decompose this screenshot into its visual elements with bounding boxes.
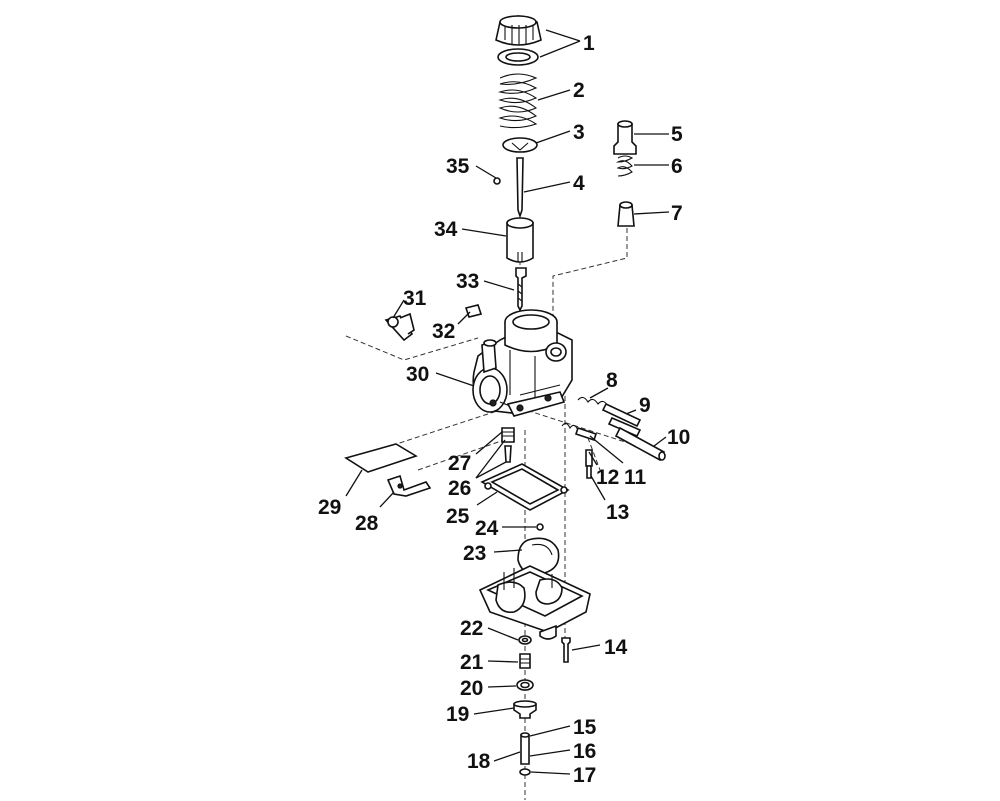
part-22-washer (518, 635, 532, 645)
callout-labels: 1 2 3 4 5 6 7 8 9 10 11 12 13 14 15 16 1… (318, 32, 690, 787)
callout-26: 26 (448, 477, 471, 500)
callout-32: 32 (432, 320, 455, 343)
part-27-needle-valve-seat (501, 427, 515, 443)
callout-23: 23 (463, 542, 486, 565)
part-35-e-clip (493, 177, 501, 185)
callout-leaders (345, 29, 670, 775)
callout-16: 16 (573, 740, 596, 763)
part-6-adjuster-spring (615, 155, 634, 177)
callout-7: 7 (671, 202, 683, 225)
callout-29: 29 (318, 496, 341, 519)
part-1-cap (495, 15, 542, 66)
callout-33: 33 (456, 270, 479, 293)
callout-31: 31 (403, 287, 427, 310)
callout-8: 8 (606, 369, 618, 392)
part-15-needle-jet (520, 732, 530, 765)
callout-9: 9 (639, 394, 651, 417)
part-24-float-pin (536, 523, 544, 531)
part-30-carburetor-body (472, 309, 573, 417)
part-31-choke-plunger (384, 312, 415, 342)
callout-15: 15 (573, 716, 597, 739)
part-8-idle-screw (577, 396, 642, 428)
part-19-drain-plug (513, 700, 537, 719)
callout-3: 3 (573, 121, 585, 144)
callout-11: 11 (624, 466, 647, 489)
callout-2: 2 (573, 79, 585, 102)
part-5-adjuster-cap (613, 120, 637, 155)
callout-5: 5 (671, 123, 683, 146)
callout-34: 34 (434, 218, 458, 241)
part-4-jet-needle (516, 157, 524, 219)
part-10-overflow-tube (614, 426, 666, 462)
part-21-main-jet (519, 653, 531, 669)
part-32-screw (464, 304, 483, 318)
callout-19: 19 (446, 703, 469, 726)
callout-21: 21 (460, 651, 484, 674)
callout-35: 35 (446, 155, 470, 178)
part-7-adjuster-plunger (617, 201, 635, 227)
part-26-needle (504, 445, 512, 463)
callout-17: 17 (573, 764, 596, 787)
callout-14: 14 (604, 636, 628, 659)
part-25-float-bowl-gasket (480, 463, 570, 511)
part-28-bracket (386, 474, 432, 497)
callout-1: 1 (583, 32, 595, 55)
part-13-plug (586, 465, 592, 479)
callout-25: 25 (446, 505, 470, 528)
part-9-drain-tube (607, 416, 642, 438)
callout-20: 20 (460, 677, 483, 700)
callout-27: 27 (448, 452, 471, 475)
callout-12: 12 (596, 466, 619, 489)
callout-4: 4 (573, 172, 585, 195)
callout-22: 22 (460, 617, 483, 640)
part-float-bowl (478, 565, 591, 640)
callout-6: 6 (671, 155, 683, 178)
part-14-bowl-screw (561, 637, 571, 663)
callout-13: 13 (606, 501, 629, 524)
callout-24: 24 (475, 517, 499, 540)
callout-30: 30 (406, 363, 429, 386)
callout-28: 28 (355, 512, 379, 535)
part-20-o-ring (516, 679, 534, 691)
part-3-retainer-plate (502, 137, 538, 153)
part-29-plate-gasket (344, 443, 418, 473)
part-2-spring (497, 73, 538, 129)
part-17-nut (519, 768, 531, 776)
part-23-float (517, 537, 560, 576)
part-34-throttle-valve (506, 217, 534, 263)
callout-18: 18 (467, 750, 491, 773)
part-33-needle-screw (515, 267, 527, 312)
callout-10: 10 (667, 426, 690, 449)
